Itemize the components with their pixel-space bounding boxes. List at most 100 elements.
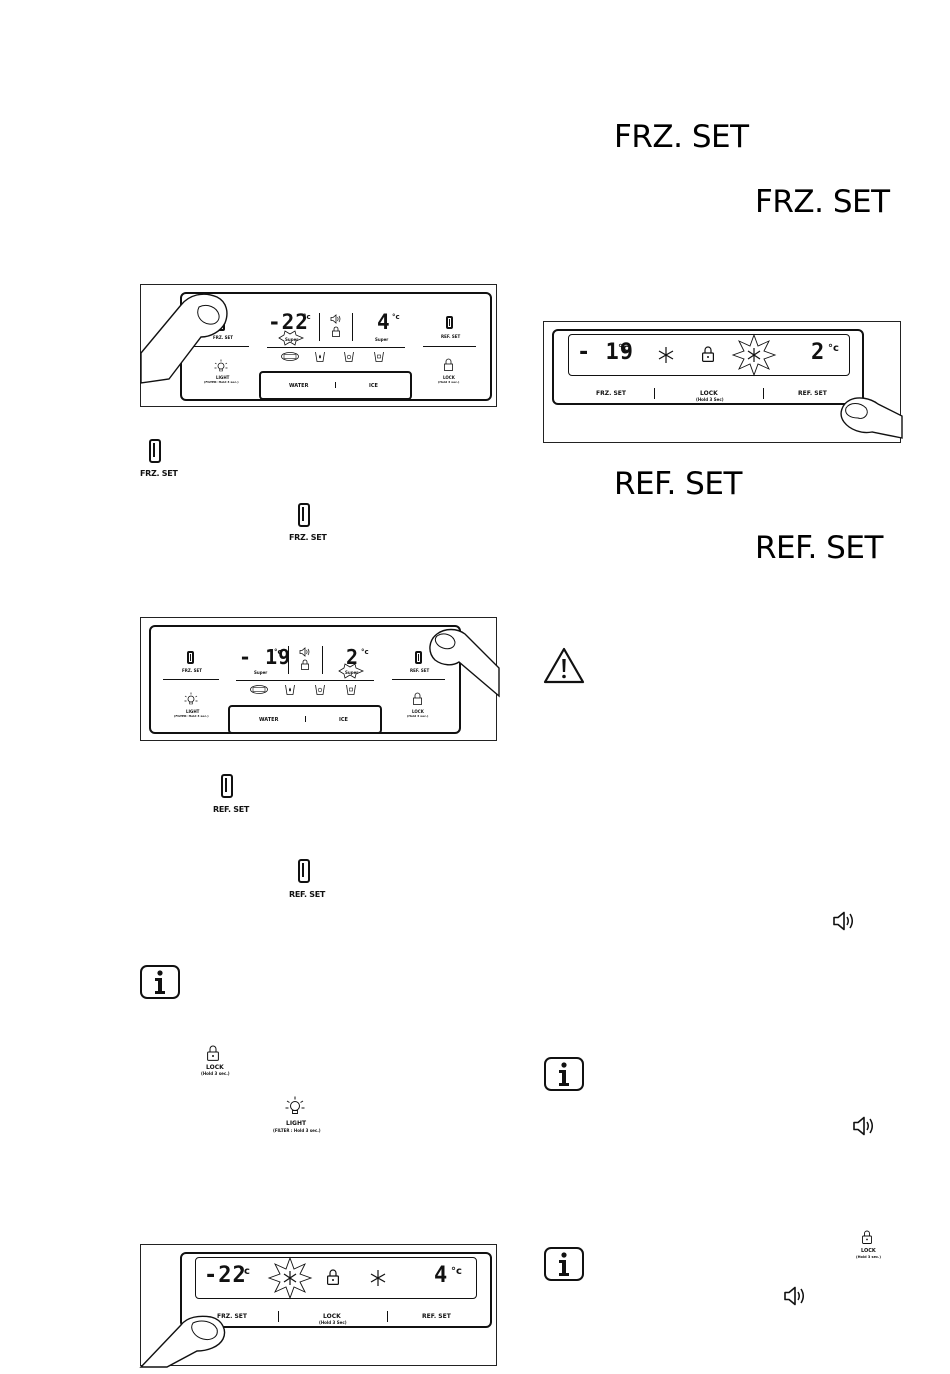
water-cup-icon — [285, 684, 295, 695]
snowflake-icon — [658, 347, 674, 363]
super-left: Super — [254, 670, 268, 675]
cubed-ice-icon — [344, 351, 354, 362]
finger-press-icon — [429, 628, 500, 698]
speaker-icon — [330, 314, 341, 324]
display-panel-figure-3: -22 °c 4 °c FRZ. SET LOCK (Hold 3 Sec) R… — [139, 1244, 497, 1368]
super-left: Super — [285, 337, 299, 342]
lock-button-icon[interactable] — [413, 692, 422, 705]
ref-set-icon-label: REF. SET — [289, 890, 326, 899]
frz-set-icon-label: FRZ. SET — [140, 469, 178, 478]
super-right: Super — [375, 337, 389, 342]
info-icon — [544, 1057, 584, 1091]
freezer-temp-display: - 19 — [577, 340, 634, 365]
speaker-icon — [833, 911, 853, 931]
light-icon-sub: (FILTER : Hold 3 sec.) — [273, 1128, 321, 1133]
ref-set-button-icon[interactable] — [415, 651, 422, 664]
lock-sub-text: (Hold 3 Sec) — [696, 397, 724, 402]
lock-text[interactable]: LOCK — [700, 390, 718, 397]
display-panel-figure-4: - 19 °c 2 °c FRZ. SET LOCK (Hold 3 Sec) … — [543, 321, 903, 443]
frz-set-text: FRZ. SET — [213, 335, 233, 340]
freezer-deg: °c — [239, 1266, 250, 1277]
lock-icon-sub: (Hold 3 sec.) — [856, 1255, 881, 1259]
dispenser-bar — [259, 371, 412, 400]
water-cup-icon — [315, 351, 325, 362]
frz-set-button-icon[interactable] — [187, 651, 194, 664]
snowflake-burst-icon — [267, 1256, 313, 1300]
water-label[interactable]: WATER — [259, 717, 279, 723]
fridge-temp-display: 4 — [377, 310, 391, 334]
lock-icon-label: LOCK — [206, 1064, 224, 1071]
ref-set-icon-label: REF. SET — [213, 805, 250, 814]
padlock-icon — [862, 1230, 872, 1244]
frz-set-label-2: FRZ. SET — [755, 184, 890, 220]
fridge-temp-display: 2 — [346, 645, 360, 669]
frz-set-text: FRZ. SET — [182, 668, 202, 673]
ref-set-button-icon[interactable] — [221, 774, 233, 798]
info-icon — [544, 1247, 584, 1281]
frz-set-text[interactable]: FRZ. SET — [217, 1313, 247, 1320]
speaker-icon — [299, 647, 310, 657]
speaker-icon — [853, 1116, 873, 1136]
ice-label[interactable]: ICE — [369, 383, 378, 389]
freezer-deg: °c — [274, 648, 282, 656]
fridge-deg: °c — [392, 313, 400, 321]
finger-press-icon — [139, 1315, 226, 1368]
super-right: Super — [345, 670, 359, 675]
lock-text: LOCK — [443, 375, 455, 380]
lock-icon-label: LOCK — [861, 1248, 876, 1254]
freezer-deg: °c — [618, 343, 629, 354]
freezer-temp-display: -22 — [204, 1263, 247, 1288]
frz-set-button-icon[interactable] — [298, 503, 310, 527]
ice-label[interactable]: ICE — [339, 717, 348, 723]
snowflake-burst-icon — [731, 333, 777, 377]
frz-set-button-icon[interactable] — [149, 439, 161, 463]
ref-set-label-2: REF. SET — [755, 530, 883, 566]
control-panel-figure-2: FRZ. SET - 19 °c Super 2 °c Super REF. S… — [140, 617, 500, 741]
light-text: LIGHT — [216, 375, 230, 380]
fridge-deg: °c — [828, 343, 839, 354]
ref-set-button-icon[interactable] — [446, 316, 453, 329]
crushed-ice-icon — [346, 684, 356, 695]
speaker-icon — [784, 1286, 804, 1306]
ref-set-text[interactable]: REF. SET — [798, 390, 827, 397]
ref-set-text: REF. SET — [441, 334, 461, 339]
lock-icon-sub: (Hold 3 sec.) — [201, 1071, 230, 1076]
frz-set-text[interactable]: FRZ. SET — [596, 390, 626, 397]
snowflake-icon — [370, 1270, 386, 1286]
ref-set-text: REF. SET — [410, 668, 430, 673]
freezer-temp-display: - 19 — [239, 645, 292, 669]
burst-icon — [278, 330, 305, 346]
ref-set-text[interactable]: REF. SET — [422, 1313, 451, 1320]
ref-set-button-icon[interactable] — [298, 859, 310, 883]
light-icon-label: LIGHT — [286, 1120, 307, 1127]
lock-sub-text: (Hold 3 Sec) — [319, 1320, 347, 1325]
cubed-ice-icon — [315, 684, 325, 695]
filter-icon — [281, 352, 299, 361]
lock-sub-text: (Hold 3 sec.) — [407, 714, 429, 718]
ref-set-label-1: REF. SET — [614, 466, 742, 502]
lock-text[interactable]: LOCK — [323, 1313, 341, 1320]
fridge-deg: °c — [451, 1266, 462, 1277]
lock-button-icon[interactable] — [444, 358, 453, 371]
padlock-icon — [327, 1269, 340, 1285]
fridge-deg: °c — [361, 648, 369, 656]
padlock-icon — [702, 346, 715, 362]
water-label[interactable]: WATER — [289, 383, 309, 389]
light-sub-text: (FILTER: Hold 3 sec.) — [204, 380, 239, 384]
crushed-ice-icon — [374, 351, 384, 362]
fridge-temp-display: 2 — [811, 340, 826, 365]
padlock-icon — [301, 659, 309, 670]
finger-press-icon — [840, 397, 903, 439]
burst-icon — [338, 663, 365, 679]
finger-press-icon — [140, 293, 228, 384]
lock-text: LOCK — [412, 709, 424, 714]
frz-set-label-1: FRZ. SET — [614, 119, 749, 155]
filter-icon — [250, 685, 268, 694]
warning-triangle-icon — [543, 647, 585, 684]
freezer-deg: °c — [303, 313, 311, 321]
lock-sub-text: (Hold 3 sec.) — [438, 380, 460, 384]
light-bulb-icon — [214, 359, 228, 372]
light-bulb-icon — [184, 692, 198, 705]
light-sub-text: (FILTER: Hold 3 sec.) — [174, 714, 209, 718]
info-icon — [140, 965, 180, 999]
